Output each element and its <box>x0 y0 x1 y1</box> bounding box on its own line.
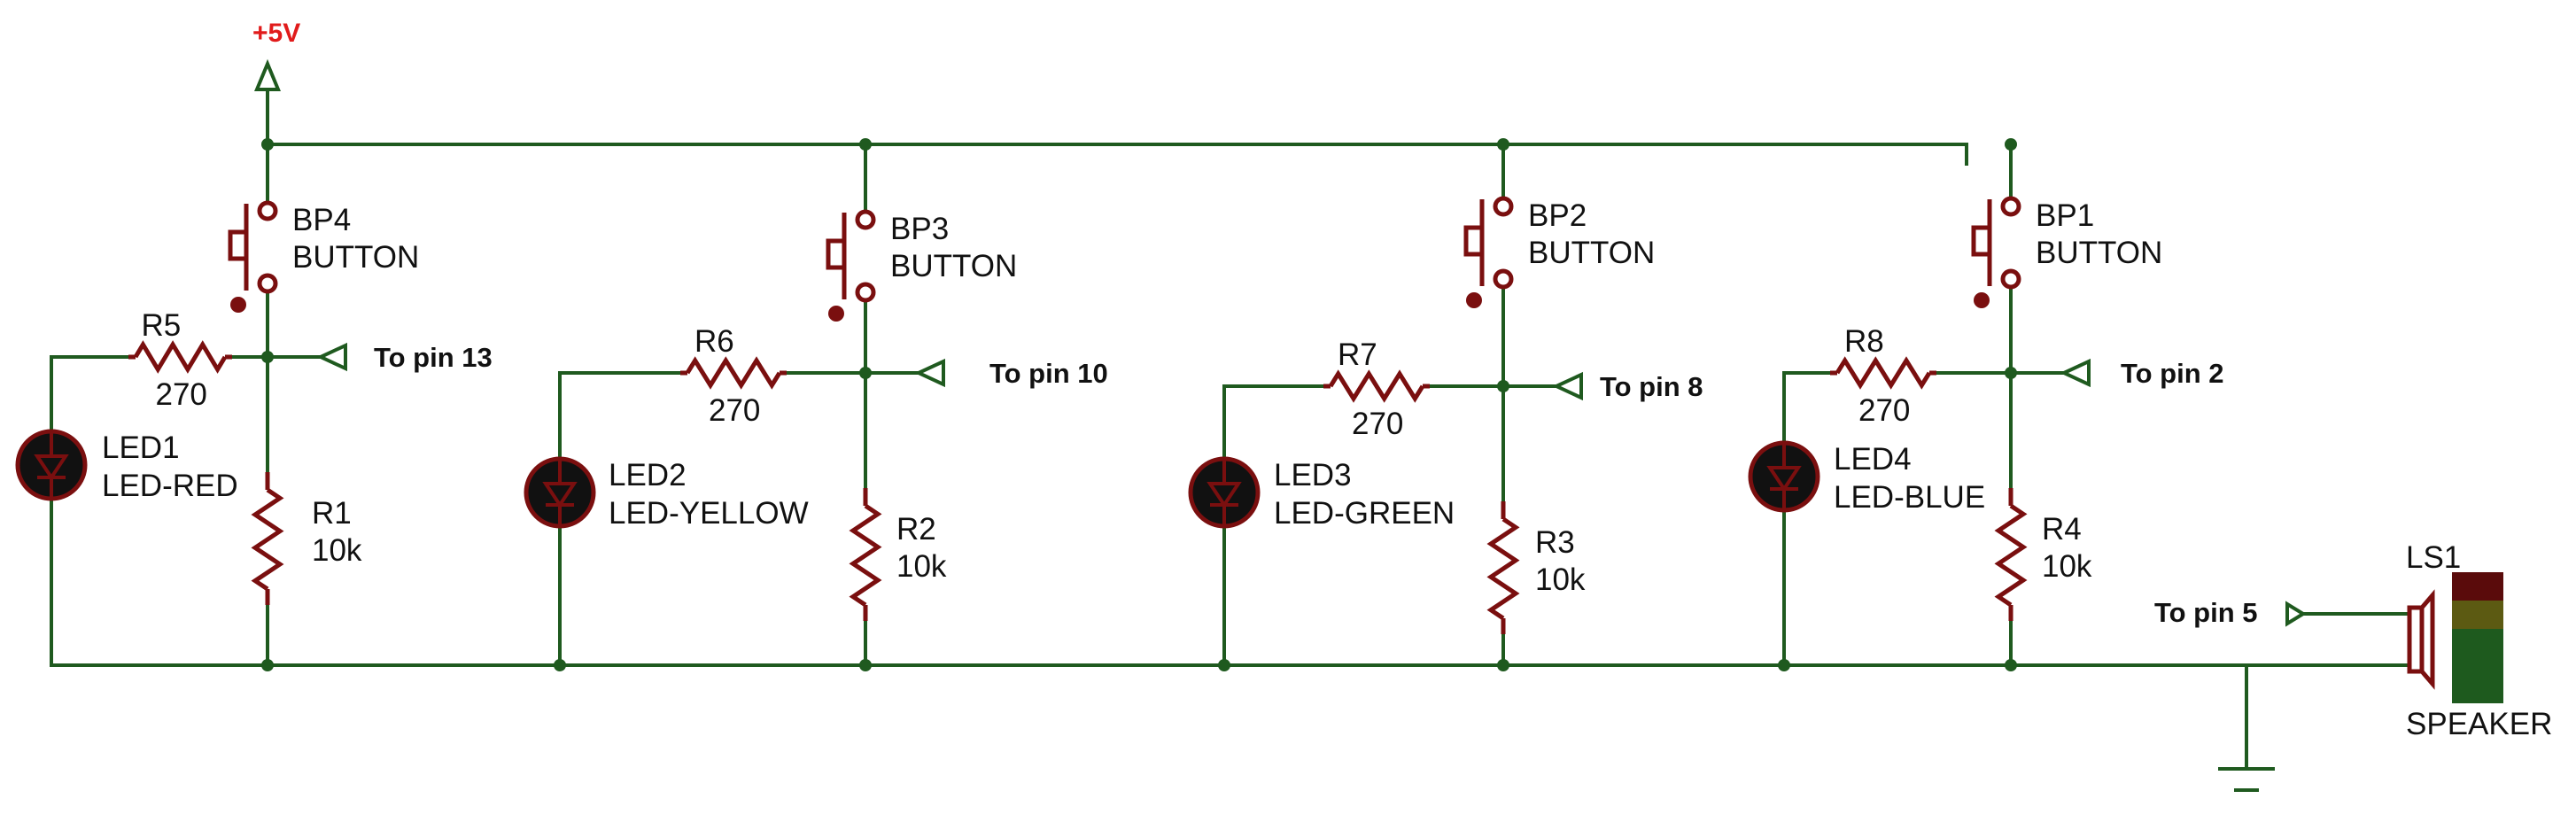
resistor-value: 10k <box>1535 562 1586 597</box>
ground-symbol <box>2218 663 2275 792</box>
resistor-value: 10k <box>2042 549 2092 584</box>
resistor-ref: R2 <box>896 512 936 547</box>
resistor-ref: R6 <box>694 324 734 359</box>
speaker-cone-icon <box>2419 589 2435 690</box>
series-resistor-1: R5 270 <box>128 308 232 412</box>
button-ref: BP1 <box>2036 198 2094 233</box>
pin-label: To pin 10 <box>989 358 1108 389</box>
series-resistor-3: R7 270 <box>1323 337 1430 441</box>
pin-arrow-icon <box>1552 371 1583 401</box>
pin-label: To pin 8 <box>1600 371 1703 402</box>
speaker-level-bar-mid <box>2452 601 2503 629</box>
junction-dot <box>1497 659 1509 671</box>
supply-label: +5V <box>252 19 300 48</box>
junction-dot <box>2005 138 2017 151</box>
led-type: LED-YELLOW <box>609 496 809 531</box>
resistor-ref: R3 <box>1535 525 1575 560</box>
junction-dot <box>1218 659 1230 671</box>
junction-dot <box>261 351 274 363</box>
pin-arrow-icon <box>914 358 945 388</box>
resistor-value: 270 <box>1858 393 1910 428</box>
button-ref: BP4 <box>292 203 351 237</box>
speaker-type: SPEAKER <box>2406 707 2552 741</box>
resistor-value: 270 <box>709 393 760 428</box>
pin-label: To pin 2 <box>2121 358 2224 389</box>
junction-dot <box>1778 659 1790 671</box>
speaker-level-bar-top <box>2452 572 2503 601</box>
junction-dot <box>859 138 872 151</box>
button-type: BUTTON <box>890 249 1017 283</box>
speaker-pin-label: To pin 5 <box>2154 597 2258 628</box>
led-type: LED-GREEN <box>1274 496 1455 531</box>
pin-terminal-2: To pin 10 <box>914 358 1108 389</box>
led-ref: LED1 <box>102 430 180 465</box>
led-ref: LED2 <box>609 458 687 492</box>
pin-terminal-4: To pin 2 <box>2060 358 2224 389</box>
speaker-ref: LS1 <box>2406 540 2461 575</box>
pin-arrow-icon <box>2060 358 2091 388</box>
resistor-value: 270 <box>1352 407 1403 441</box>
junction-dot <box>1497 380 1509 392</box>
button-type: BUTTON <box>292 240 419 275</box>
button-ref: BP3 <box>890 212 949 246</box>
junction-dot <box>2005 659 2017 671</box>
resistor-ref: R4 <box>2042 512 2082 547</box>
junction-dot <box>1497 138 1509 151</box>
junction-dot <box>554 659 566 671</box>
button-ref: BP2 <box>1528 198 1587 233</box>
series-resistor-2: R6 270 <box>680 324 787 428</box>
led-ref: LED4 <box>1834 442 1912 477</box>
series-resistor-4: R8 270 <box>1830 324 1936 428</box>
junction-dot <box>859 659 872 671</box>
led-type: LED-BLUE <box>1834 480 1985 515</box>
resistor-ref: R7 <box>1338 337 1377 372</box>
led-type: LED-RED <box>102 469 238 503</box>
resistor-ref: R1 <box>312 496 352 531</box>
junction-dot <box>859 367 872 379</box>
junction-dot <box>261 659 274 671</box>
resistor-ref: R8 <box>1844 324 1884 359</box>
junction-dot <box>2005 367 2017 379</box>
button-type: BUTTON <box>2036 236 2162 270</box>
speaker-ls1: To pin 5 LS1 SPEAKER <box>2154 540 2552 741</box>
resistor-value: 270 <box>156 377 207 412</box>
supply-terminal: +5V <box>252 19 300 146</box>
resistor-ref: R5 <box>142 308 182 343</box>
button-type: BUTTON <box>1528 236 1655 270</box>
top-rail <box>266 143 1968 166</box>
resistor-value: 10k <box>896 549 947 584</box>
led-ref: LED3 <box>1274 458 1352 492</box>
speaker-level-bar-low <box>2452 629 2503 703</box>
junction-dot <box>261 138 274 151</box>
resistor-value: 10k <box>312 533 362 568</box>
pin-arrow-icon <box>316 342 347 372</box>
speaker-pin-arrow-icon <box>2285 601 2307 627</box>
pin-terminal-1: To pin 13 <box>316 342 493 373</box>
pin-terminal-3: To pin 8 <box>1552 371 1703 402</box>
pin-label: To pin 13 <box>374 342 493 373</box>
supply-arrow-icon <box>254 58 281 91</box>
